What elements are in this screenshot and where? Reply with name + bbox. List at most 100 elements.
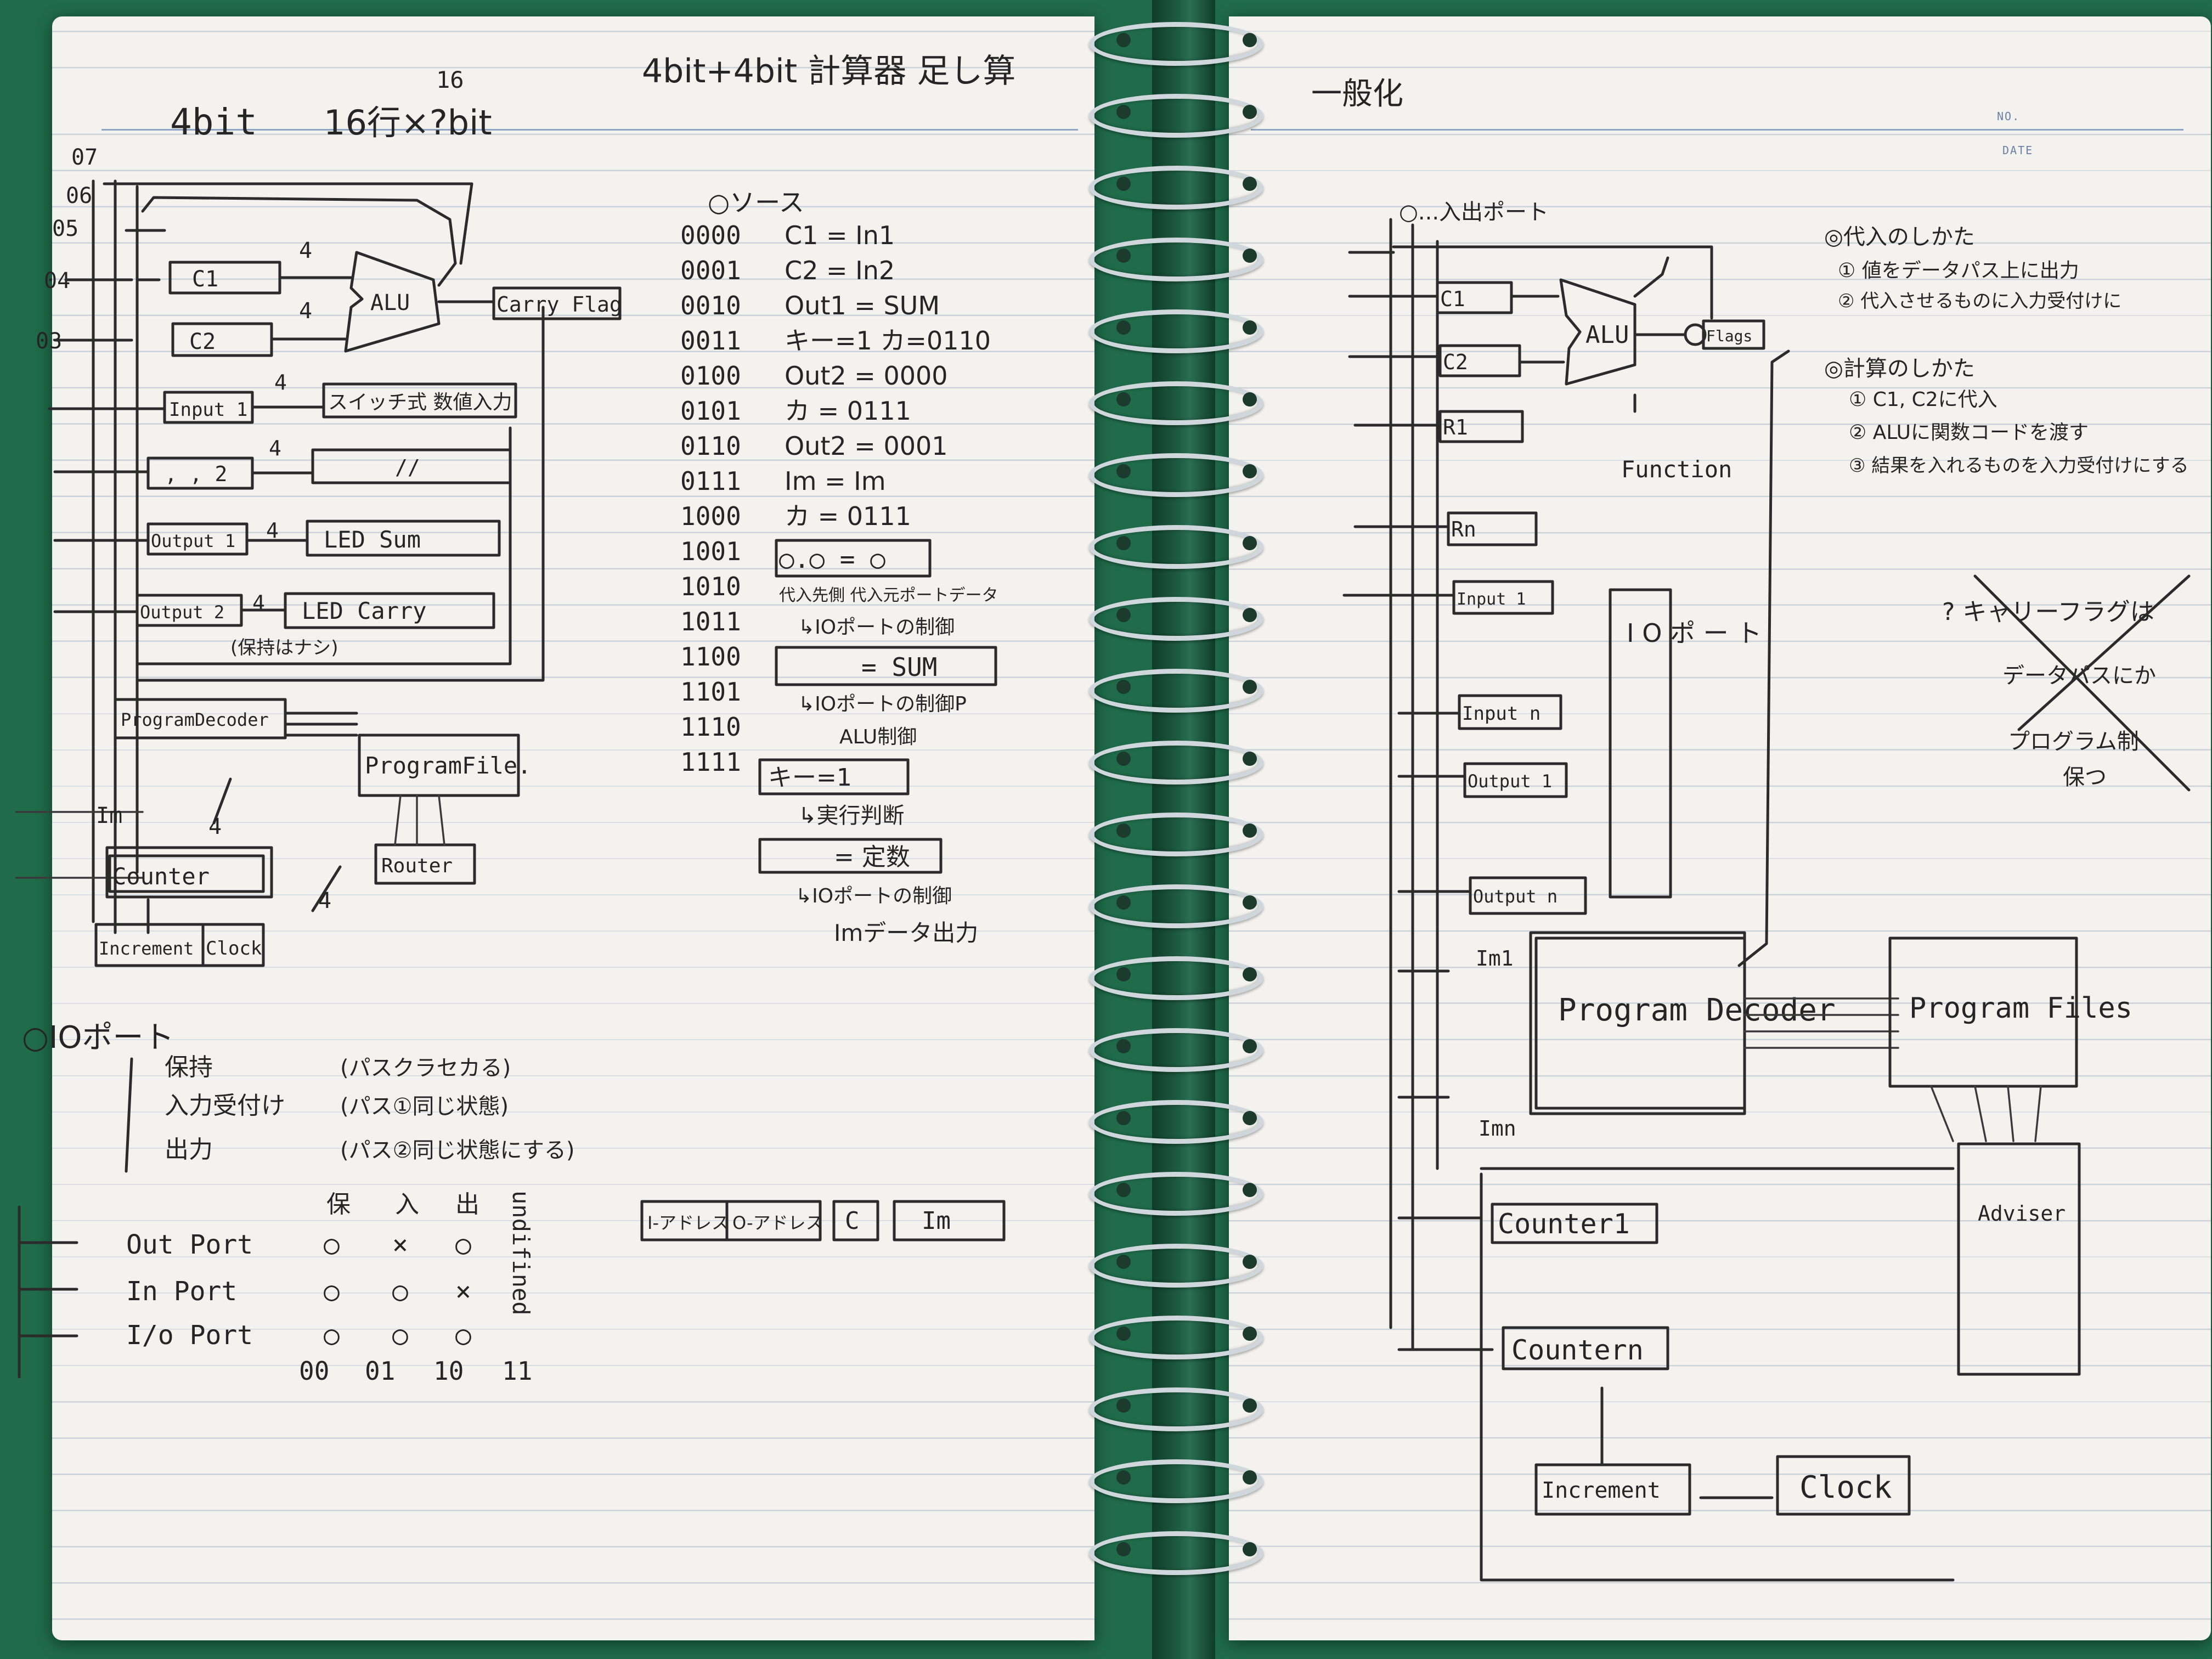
program-code: Out1 = SUM [785,291,940,320]
left-output1: Output 1 [151,531,235,551]
program-address: 0001 [680,256,741,285]
svg-text:Function: Function [1621,456,1732,483]
left-alu: ALU [370,290,410,315]
svg-text:4: 4 [299,238,312,263]
program-address: 0110 [680,431,741,461]
date-label: DATE [2002,144,2034,157]
svg-text://: // [395,455,420,479]
program-address: 0101 [680,396,741,426]
svg-text:代入先側 代入元ポートデータ: 代入先側 代入元ポートデータ [779,586,998,605]
program-code: C1 = In1 [785,221,895,250]
io-port-label: ○...入出ポート [1399,200,1549,225]
punch-hole [1116,1398,1131,1413]
punch-hole [1116,823,1131,838]
svg-text:07: 07 [71,145,98,170]
left-carry-note: (保持はナシ) [230,637,338,659]
program-code: Out2 = 0000 [785,361,948,391]
left-program-file: ProgramFile. [365,752,531,779]
program-code: Im = Im [785,466,886,496]
punch-hole [1243,823,1257,838]
program-address: 1110 [680,712,741,742]
spiral-ring [1089,238,1263,281]
title-adder: 4bit+4bit 計算器 足し算 [642,52,1015,91]
svg-text:Input n: Input n [1462,703,1541,725]
punch-hole [1243,967,1257,981]
svg-text:Im: Im [922,1207,951,1235]
left-c2: C2 [189,329,216,354]
punch-hole [1116,1542,1131,1556]
left-bus-lines [15,179,473,934]
instruction-format: I-アドレス O-アドレス C Im [640,1200,1006,1242]
left-switch-input: スイッチ式 数値入力 [328,391,512,414]
svg-text:○: ○ [392,1276,408,1307]
spiral-ring [1089,1531,1263,1575]
svg-text:00: 00 [299,1356,329,1386]
program-address: 0100 [680,361,741,391]
left-clock: Clock [206,938,262,960]
right-alu-block: C1 C2 ALU Flags [1348,256,1765,386]
punch-hole [1243,105,1257,119]
program-code: C2 = In2 [785,256,895,285]
right-notes: ◎代入のしかた ① 値をデータパス上に出力 ② 代入させるものに入力受付けに ◎… [1824,224,2189,477]
svg-text:Clock: Clock [1799,1470,1892,1505]
punch-hole [1243,536,1257,550]
punch-hole [1243,1039,1257,1053]
punch-hole [1116,392,1131,407]
punch-hole [1116,536,1131,550]
svg-text:10: 10 [433,1356,464,1386]
left-router: Router [381,855,453,877]
punch-hole [1243,895,1257,910]
svg-text:ALU: ALU [1585,321,1629,349]
svg-text:= 定数: = 定数 [834,843,910,871]
punch-hole [1243,1111,1257,1125]
right-title: 一般化 [1311,76,1403,112]
program-address: 0010 [680,291,741,320]
svg-text:(パス②同じ状態にする): (パス②同じ状態にする) [340,1138,574,1163]
svg-text:Countern: Countern [1511,1334,1644,1366]
svg-text:Imn: Imn [1479,1116,1516,1141]
punch-hole [1243,464,1257,478]
punch-hole [1116,752,1131,766]
right-control-block: Im1 Imn Program Decoder Program Files Ad… [1397,931,2132,1582]
io-port-title: ○IOポート [22,1020,174,1056]
svg-text:Im1: Im1 [1476,946,1514,970]
svg-text:○: ○ [455,1320,471,1351]
punch-hole [1116,967,1131,981]
svg-text:In Port: In Port [126,1276,237,1307]
right-notebook-page: NO. DATE [1229,16,2211,1640]
punch-hole [1116,105,1131,119]
left-alu-block: C1 C2 4 4 ALU Carry Flag [53,182,622,357]
punch-hole [1243,1255,1257,1269]
program-address: 1010 [680,572,741,601]
svg-text:① C1, C2に代入: ① C1, C2に代入 [1849,388,1997,411]
program-code: カ = 0111 [785,501,911,531]
left-io-port-section: ○IOポート 保持 (パスクラセカる) 入力受付け (パス①同じ状態) 出力 (… [22,1020,574,1173]
left-control-block: ProgramDecoder ProgramFile. Im 4 Counter… [94,698,531,967]
svg-text:undifined: undifined [507,1190,534,1316]
spiral-ring [1089,1172,1263,1216]
punch-hole [1116,1327,1131,1341]
spiral-ring [1089,884,1263,928]
spiral-ring [1089,309,1263,353]
left-c1: C1 [192,267,218,292]
svg-text:C2: C2 [1443,350,1468,374]
title-superscript: 16 [436,66,464,93]
svg-text:② ALUに関数コードを渡す: ② ALUに関数コードを渡す [1849,421,2089,444]
svg-text:↳IOポートの制御P: ↳IOポートの制御P [798,693,967,715]
punch-hole [1243,1327,1257,1341]
title-16-rows: 16行×?bit [324,103,492,143]
punch-hole [1116,1183,1131,1197]
svg-text:Increment: Increment [1542,1478,1661,1503]
spiral-ring [1089,525,1263,569]
punch-hole [1243,177,1257,191]
spiral-ring [1089,741,1263,785]
punch-hole [1243,1470,1257,1485]
svg-text:① 値をデータパス上に出力: ① 値をデータパス上に出力 [1838,259,2079,282]
spiral-ring [1089,1244,1263,1288]
svg-text:4: 4 [274,370,287,394]
svg-text:Input 1: Input 1 [1457,590,1526,609]
svg-text:○: ○ [455,1229,471,1260]
right-page-title: 一般化 ○...入出ポート [1311,76,1549,225]
svg-text:4: 4 [269,436,281,460]
